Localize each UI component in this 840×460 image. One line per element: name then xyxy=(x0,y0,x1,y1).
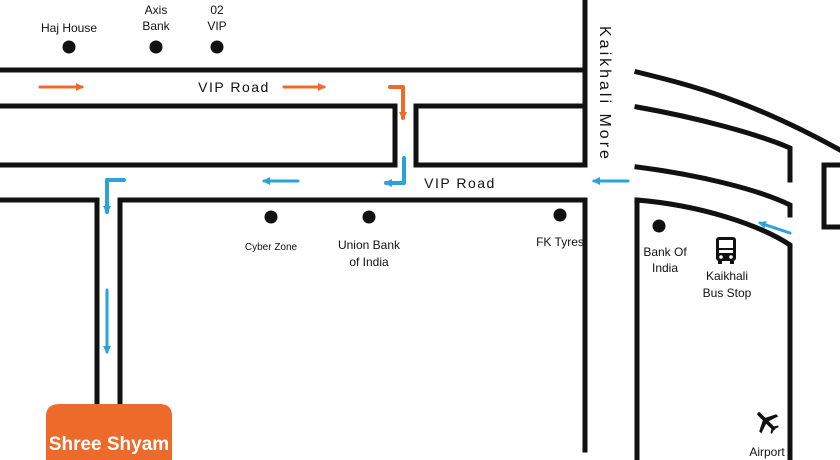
bus-icon xyxy=(716,237,736,264)
vip-road-lower-label: VIP Road xyxy=(424,175,496,191)
diagonal-road-lower xyxy=(634,197,793,460)
union-bank-marker xyxy=(362,210,376,224)
fk-tyres-marker xyxy=(553,208,567,222)
airport-label: Airport xyxy=(749,445,785,459)
union-bank-label-line2: of India xyxy=(349,255,389,269)
kaikhali-bus-stop-label-line2: Bus Stop xyxy=(703,286,752,300)
vip-road-top-label: VIP Road xyxy=(198,79,270,95)
destination-badge: Shree Shyam xyxy=(46,404,172,460)
fk-tyres-label: FK Tyres xyxy=(536,235,584,249)
cyber-zone-label: Cyber Zone xyxy=(245,242,298,253)
airplane-icon xyxy=(757,412,780,435)
bank-of-india-label-line1: Bank Of xyxy=(643,245,687,259)
building-outline xyxy=(821,162,840,230)
destination-label: Shree Shyam xyxy=(49,434,169,455)
destination-badge-shape xyxy=(46,404,172,460)
arrow-blue-uturn xyxy=(384,156,406,187)
arrow-orange-uturn xyxy=(388,85,407,120)
arrow-blue-diagonal xyxy=(758,221,792,235)
haj-house-marker xyxy=(62,40,76,54)
bank-of-india-marker xyxy=(652,219,666,233)
o2-vip-label-line2: VIP xyxy=(207,19,226,33)
cyber-zone-marker xyxy=(264,210,278,224)
axis-bank-label-line1: Axis xyxy=(145,3,168,17)
arrow-blue-turn-down xyxy=(103,178,126,214)
route-arrows xyxy=(38,83,792,354)
diagonal-road-mid-top xyxy=(634,104,793,183)
axis-bank-marker xyxy=(149,40,163,54)
bank-of-india-label-line2: India xyxy=(652,261,678,275)
o2-vip-label-line1: 02 xyxy=(210,3,224,17)
haj-house-label: Haj House xyxy=(41,21,97,35)
union-bank-label-line1: Union Bank xyxy=(338,238,401,252)
diagonal-road-upper xyxy=(633,68,840,153)
kaikhali-bus-stop-label-line1: Kaikhali xyxy=(706,269,748,283)
landmark-dots xyxy=(62,40,666,233)
diagonal-road-mid-bottom xyxy=(634,164,793,218)
axis-bank-label-line2: Bank xyxy=(142,19,170,33)
o2-vip-marker xyxy=(210,40,224,54)
kaikhali-more-label: Kaikhali More xyxy=(596,26,613,162)
